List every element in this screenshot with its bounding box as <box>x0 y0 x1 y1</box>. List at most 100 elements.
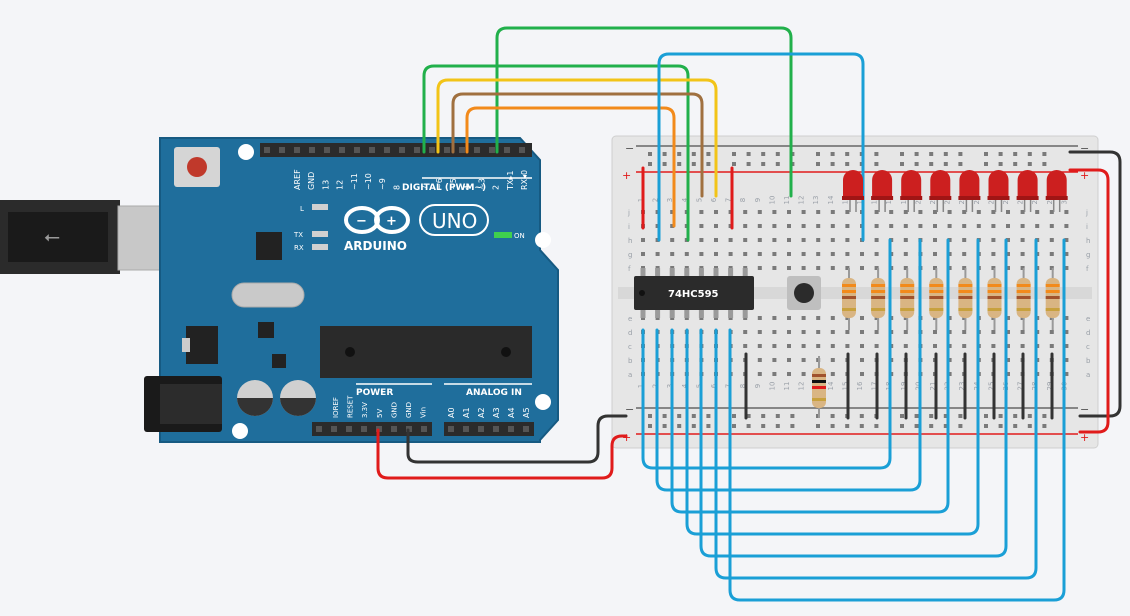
bb-hole <box>1064 358 1069 362</box>
bb-hole <box>1006 358 1010 362</box>
bb-hole <box>670 224 675 228</box>
rail-hole <box>874 162 879 166</box>
bb-hole <box>830 252 835 256</box>
analog-pin-label: A4 <box>507 407 516 418</box>
led[interactable] <box>987 170 1010 212</box>
bb-hole <box>1064 330 1069 334</box>
digital-header <box>260 143 532 157</box>
bb-hole <box>1049 210 1054 214</box>
bb-hole <box>801 358 806 362</box>
svg-text:−: − <box>356 214 367 229</box>
rail-plus-top: + <box>622 169 631 182</box>
bb-hole <box>991 252 996 256</box>
led-rx <box>312 244 328 250</box>
rail-hole <box>706 162 711 166</box>
bb-hole <box>757 224 762 228</box>
rail-hole <box>1013 424 1018 428</box>
rail-hole <box>900 414 904 418</box>
arduino-uno-board[interactable]: ⭠ − <box>0 137 559 443</box>
bb-hole <box>933 224 937 228</box>
col-number: 17 <box>871 382 879 391</box>
rail-hole <box>662 162 667 166</box>
shift-register-74hc595[interactable]: 74HC595 <box>634 268 754 318</box>
bb-hole <box>991 330 996 334</box>
rail-hole <box>900 162 904 166</box>
bb-hole <box>1064 316 1069 320</box>
bb-hole <box>757 210 762 214</box>
rail-hole <box>761 424 766 428</box>
bb-hole <box>801 238 806 242</box>
rail-hole <box>830 162 835 166</box>
rail-hole <box>830 424 835 428</box>
analog-in-label: ANALOG IN <box>466 388 522 398</box>
led[interactable] <box>900 170 923 212</box>
rail-hole <box>691 424 696 428</box>
rail-hole <box>929 152 934 156</box>
row-letter: d <box>1086 329 1090 337</box>
rail-hole <box>914 424 919 428</box>
bb-hole <box>874 344 879 348</box>
digital-pin-label: ~5 <box>449 178 458 190</box>
bb-hole <box>962 330 967 334</box>
bb-hole <box>933 266 937 270</box>
row-letter: j <box>627 209 630 217</box>
led[interactable] <box>1045 170 1068 212</box>
rail-hole <box>1013 162 1018 166</box>
rail-hole <box>691 152 696 156</box>
bb-hole <box>670 252 675 256</box>
col-number: 5 <box>695 198 703 202</box>
bb-hole <box>903 266 908 270</box>
bb-hole <box>933 330 937 334</box>
bb-hole <box>1006 344 1010 348</box>
led[interactable] <box>871 170 894 212</box>
led[interactable] <box>1016 170 1039 212</box>
bb-hole <box>962 210 967 214</box>
led-tx-label: TX <box>293 231 303 239</box>
bb-hole <box>714 224 718 228</box>
bb-hole <box>787 316 791 320</box>
rail-hole <box>943 424 948 428</box>
button-resistor <box>812 356 826 418</box>
rail-hole <box>775 162 780 166</box>
bb-hole <box>757 252 762 256</box>
bb-hole <box>845 316 850 320</box>
analog-pin-label: A0 <box>447 407 456 418</box>
rail-hole <box>691 162 696 166</box>
rail-hole <box>746 414 751 418</box>
led[interactable] <box>842 170 864 212</box>
bb-hole <box>757 266 762 270</box>
power-pin-label: 5V <box>376 409 384 418</box>
rail-hole <box>677 162 682 166</box>
col-number: 27 <box>1017 382 1025 391</box>
col-number: 3 <box>666 198 674 202</box>
rail-hole <box>929 414 934 418</box>
bb-hole <box>714 252 718 256</box>
rail-hole <box>648 162 652 166</box>
rail-hole <box>998 152 1003 156</box>
row-letter: g <box>1086 251 1090 259</box>
push-button[interactable] <box>787 276 821 310</box>
analog-pin-label: A5 <box>522 407 531 418</box>
col-number: 4 <box>681 383 689 388</box>
rail-hole <box>662 414 667 418</box>
led[interactable] <box>929 170 952 212</box>
rail-hole <box>761 414 766 418</box>
led-resistors <box>842 268 1060 330</box>
bb-hole <box>962 238 967 242</box>
bb-hole <box>830 266 835 270</box>
bb-hole <box>1049 224 1054 228</box>
bb-hole <box>947 238 952 242</box>
led[interactable] <box>958 170 981 212</box>
rail-hole <box>761 162 766 166</box>
rail-hole <box>845 162 850 166</box>
bb-hole <box>699 252 704 256</box>
digital-pin-label: 4 <box>463 185 472 190</box>
rail-hole <box>732 424 736 428</box>
bb-hole <box>903 252 908 256</box>
bb-hole <box>933 238 937 242</box>
bb-hole <box>845 210 850 214</box>
col-number: 7 <box>725 198 733 202</box>
rail-minus-top: − <box>625 142 634 155</box>
rail-hole <box>1027 162 1032 166</box>
rail-hole <box>790 424 795 428</box>
